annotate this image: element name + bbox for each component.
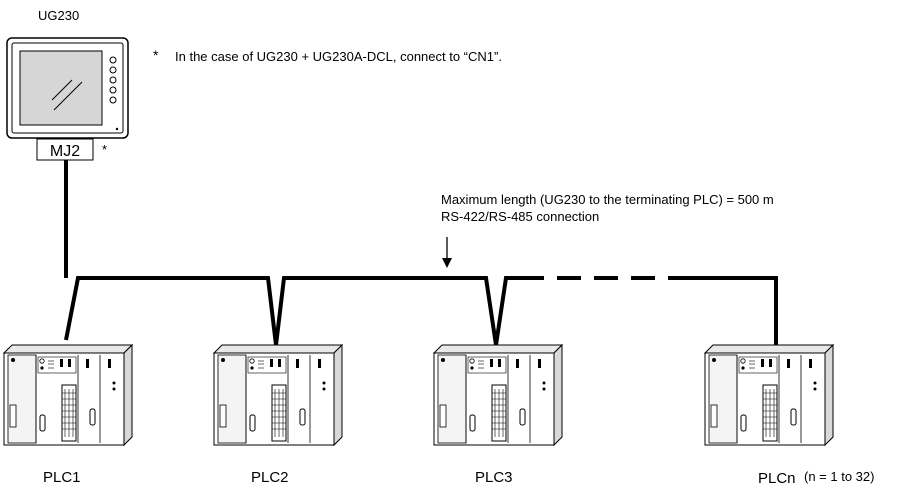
max-length-label: Maximum length (UG230 to the terminating… — [441, 192, 774, 207]
plc-rack-icon — [3, 344, 133, 446]
plc-label: PLC3 — [475, 469, 513, 486]
bus-end — [690, 276, 778, 345]
touch-panel-icon — [6, 37, 129, 139]
plc-label: PLC1 — [43, 469, 81, 486]
plc-rack-icon — [213, 344, 343, 446]
plc-rack-icon — [433, 344, 563, 446]
hmi-title: UG230 — [38, 8, 79, 23]
note-marker: * — [153, 47, 159, 63]
plc-count-note: (n = 1 to 32) — [804, 469, 874, 484]
plc-rack-icon — [704, 344, 834, 446]
port-marker: * — [102, 142, 107, 157]
port-label: MJ2 — [50, 143, 80, 160]
connection-type-label: RS-422/RS-485 connection — [441, 209, 599, 224]
plc-label: PLC2 — [251, 469, 289, 486]
arrow-down-icon — [442, 237, 452, 268]
bus-line — [64, 276, 520, 346]
plc-label: PLCn — [758, 470, 796, 487]
note-text: In the case of UG230 + UG230A-DCL, conne… — [175, 49, 502, 64]
